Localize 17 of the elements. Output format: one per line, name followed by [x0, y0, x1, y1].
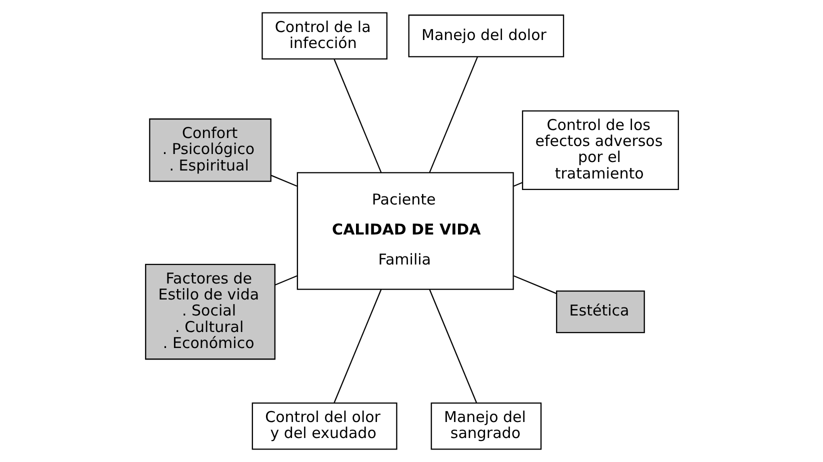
- connector: [513, 275, 556, 294]
- connector: [274, 275, 297, 286]
- connector: [333, 289, 382, 403]
- node-box: Control de la infección: [261, 12, 387, 60]
- node-box: Confort . Psicológico . Espiritual: [148, 118, 271, 182]
- node-box: Estética: [556, 290, 644, 334]
- node-box: Control de los efectos adversos por el tratamiento: [521, 110, 678, 190]
- connector: [428, 289, 476, 403]
- connector: [270, 174, 297, 187]
- node-box: Control del olor y del exudado: [251, 402, 397, 450]
- connector: [428, 56, 478, 173]
- node-box: Factores de Estilo de vida . Social . Cultural . Económico: [144, 264, 275, 360]
- connector: [333, 59, 382, 173]
- node-box: Manejo del dolor: [408, 14, 564, 58]
- node-box: Paciente CALIDAD DE VIDA Familia: [296, 172, 514, 290]
- node-box: Manejo del sangrado: [430, 402, 542, 450]
- connector: [513, 182, 522, 187]
